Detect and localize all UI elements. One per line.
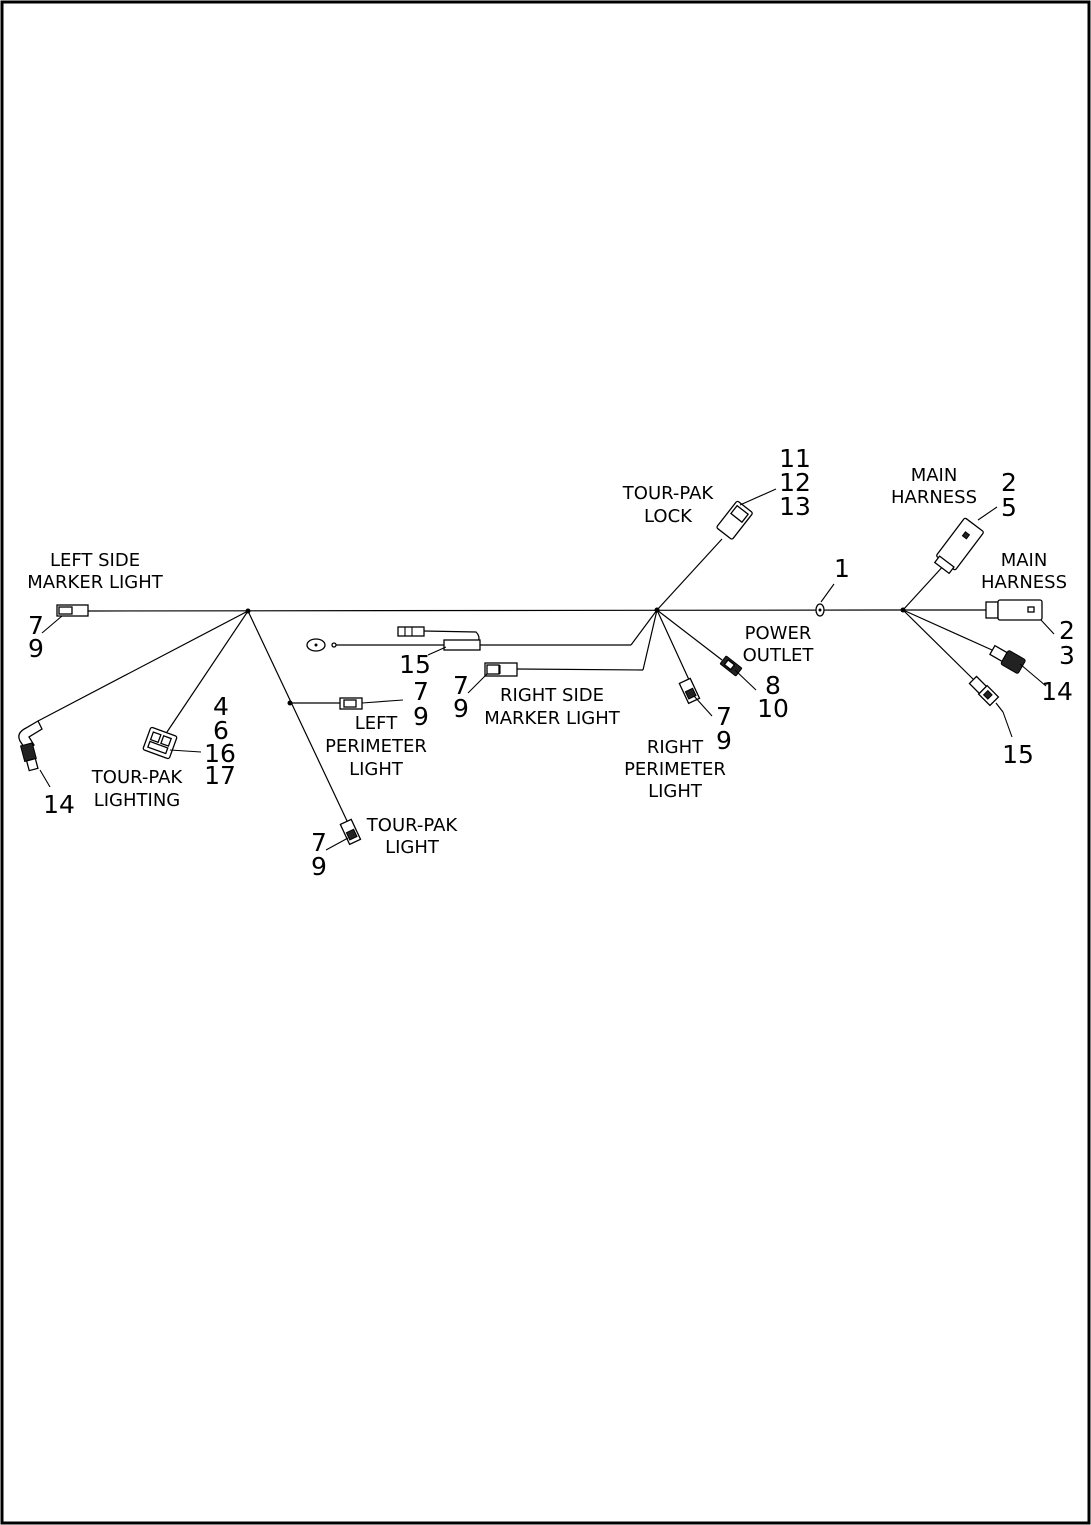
label-tour-pak-lock: TOUR-PAK LOCK	[622, 483, 715, 527]
svg-text:7: 7	[413, 677, 429, 706]
callout-main-right: 2 3	[1059, 616, 1075, 670]
svg-text:9: 9	[413, 702, 429, 731]
right-side-marker-connector	[484, 662, 518, 677]
label-main-harness-top: MAIN HARNESS	[891, 465, 977, 508]
svg-text:4: 4	[213, 692, 229, 721]
label-left-perimeter-light: LEFT PERIMETER LIGHT	[325, 713, 427, 780]
item-15-right-connector	[968, 675, 1004, 713]
item-1-fastener	[815, 603, 825, 617]
tour-pak-lock-connector	[716, 500, 753, 540]
svg-text:16: 16	[204, 739, 236, 768]
svg-text:9: 9	[28, 634, 44, 663]
callout-left-marker: 7 9	[28, 611, 44, 663]
svg-text:5: 5	[1001, 493, 1017, 522]
harness-wires	[37, 538, 993, 824]
leader-lines	[39, 488, 1055, 851]
callout-main-top: 2 5	[1001, 468, 1017, 522]
svg-text:10: 10	[757, 694, 789, 723]
left-perimeter-connector	[339, 697, 363, 710]
svg-text:OUTLET: OUTLET	[743, 645, 815, 666]
svg-text:LIGHT: LIGHT	[385, 837, 440, 858]
tour-pak-light-connector	[339, 818, 362, 846]
label-tour-pak-light: TOUR-PAK LIGHT	[366, 815, 459, 858]
svg-text:9: 9	[311, 852, 327, 881]
callout-item-14-left: 14	[43, 790, 75, 819]
svg-text:PERIMETER: PERIMETER	[325, 736, 427, 757]
svg-text:MARKER LIGHT: MARKER LIGHT	[484, 708, 621, 729]
svg-text:6: 6	[213, 716, 229, 745]
label-tour-pak-lighting: TOUR-PAK LIGHTING	[91, 767, 184, 811]
svg-text:3: 3	[1059, 641, 1075, 670]
svg-text:LIGHT: LIGHT	[349, 759, 404, 780]
svg-text:RIGHT SIDE: RIGHT SIDE	[500, 685, 604, 706]
label-left-side-marker-light: LEFT SIDE MARKER LIGHT	[27, 550, 164, 593]
label-main-harness-right: MAIN HARNESS	[981, 550, 1067, 593]
label-right-side-marker-light: RIGHT SIDE MARKER LIGHT	[484, 685, 621, 729]
svg-text:13: 13	[779, 492, 811, 521]
svg-text:7: 7	[453, 671, 469, 700]
left-side-marker-connector	[56, 604, 89, 617]
item-14-right-connector	[989, 644, 1026, 674]
svg-text:2: 2	[1059, 616, 1075, 645]
svg-text:TOUR-PAK: TOUR-PAK	[622, 483, 715, 504]
item-15-grommet-connectors	[306, 626, 481, 652]
svg-text:HARNESS: HARNESS	[981, 572, 1067, 593]
callout-item-15-right: 15	[1002, 740, 1034, 769]
callout-lighting: 4 6 16 17	[204, 692, 236, 790]
svg-text:MARKER LIGHT: MARKER LIGHT	[27, 572, 164, 593]
junction-nodes	[245, 607, 906, 706]
callout-tour-pak-light: 7 9	[311, 828, 327, 881]
svg-text:12: 12	[779, 468, 811, 497]
right-perimeter-connector	[678, 677, 701, 705]
callout-right-marker: 7 9	[453, 671, 469, 723]
svg-text:11: 11	[779, 444, 811, 473]
svg-text:PERIMETER: PERIMETER	[624, 759, 726, 780]
svg-text:LEFT SIDE: LEFT SIDE	[50, 550, 140, 571]
main-harness-right-connector	[985, 599, 1043, 621]
label-right-perimeter-light: RIGHT PERIMETER LIGHT	[624, 737, 726, 802]
callout-power-outlet: 8 10	[757, 671, 789, 723]
main-harness-top-connector	[933, 517, 984, 575]
callout-right-perimeter: 7 9	[716, 702, 732, 755]
svg-text:7: 7	[716, 702, 732, 731]
svg-text:8: 8	[765, 671, 781, 700]
svg-text:TOUR-PAK: TOUR-PAK	[366, 815, 459, 836]
callout-lock: 11 12 13	[779, 444, 811, 521]
svg-text:RIGHT: RIGHT	[647, 737, 704, 758]
callout-item-1: 1	[834, 554, 850, 583]
label-power-outlet: POWER OUTLET	[743, 623, 815, 666]
callout-item-14-right: 14	[1041, 677, 1073, 706]
svg-text:MAIN: MAIN	[1001, 550, 1048, 571]
svg-text:17: 17	[204, 761, 236, 790]
svg-text:9: 9	[716, 726, 732, 755]
svg-text:7: 7	[28, 611, 44, 640]
tour-pak-lighting-connector	[142, 726, 178, 760]
svg-text:LIGHTING: LIGHTING	[94, 790, 181, 811]
callout-left-perimeter: 7 9	[413, 677, 429, 731]
svg-text:9: 9	[453, 694, 469, 723]
callout-grommet-15: 15	[399, 650, 431, 679]
svg-text:POWER: POWER	[745, 623, 812, 644]
svg-text:HARNESS: HARNESS	[891, 487, 977, 508]
svg-text:LIGHT: LIGHT	[648, 781, 703, 802]
svg-text:2: 2	[1001, 468, 1017, 497]
item-14-left-connector	[18, 720, 43, 772]
svg-text:LOCK: LOCK	[644, 506, 693, 527]
svg-text:MAIN: MAIN	[911, 465, 958, 486]
svg-text:7: 7	[311, 828, 327, 857]
svg-text:TOUR-PAK: TOUR-PAK	[91, 767, 184, 788]
svg-text:LEFT: LEFT	[355, 713, 398, 734]
